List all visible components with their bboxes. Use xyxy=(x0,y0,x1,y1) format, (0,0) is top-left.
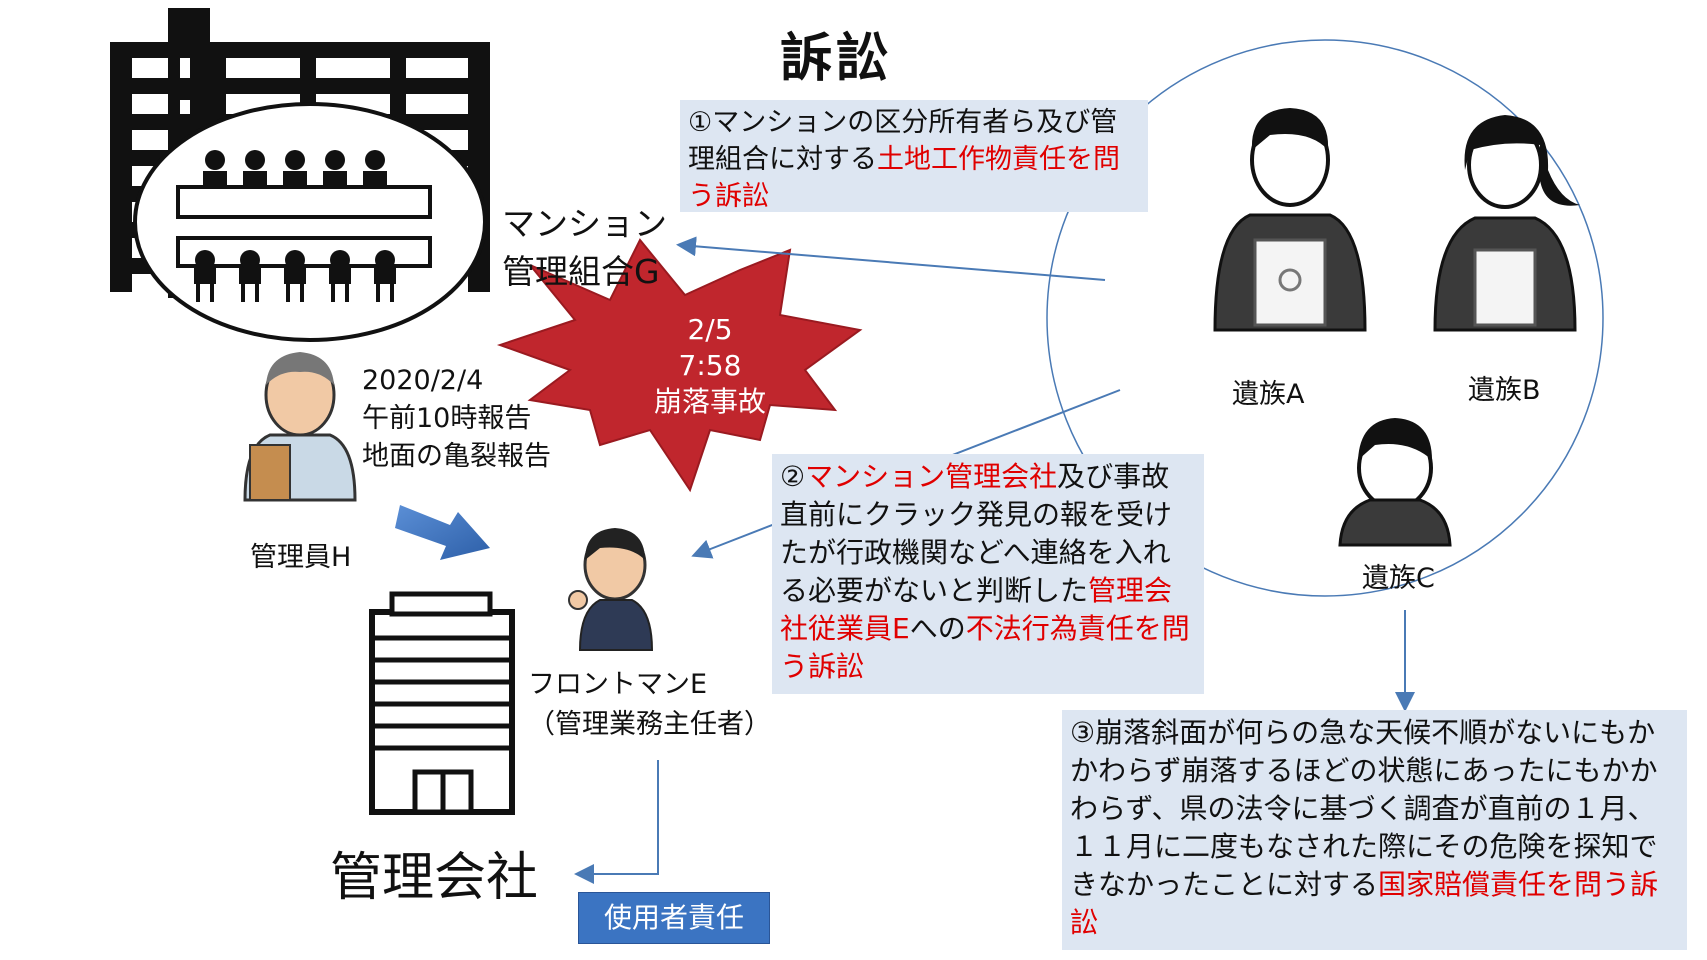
union-label-line2: 管理組合G xyxy=(502,252,660,291)
lawsuit-3-text: ③崩落斜面が何らの急な天候不順がないにもかかわらず崩落するほどの状態にあったにも… xyxy=(1070,716,1658,901)
frontman-e-label: フロントマンE （管理業務主任者） xyxy=(528,665,771,745)
frontman-e-icon xyxy=(568,528,654,651)
union-label: マンション 管理組合G xyxy=(502,200,667,296)
family-b-icon xyxy=(1433,115,1580,332)
lawsuit-1-highlight: 土地工作物責任を問う訴訟 xyxy=(688,144,1120,212)
family-a-label: 遺族A xyxy=(1232,379,1305,410)
manager-h-icon xyxy=(243,352,357,502)
company-building-icon xyxy=(369,591,515,815)
family-a-icon xyxy=(1213,108,1367,332)
page-title: 訴訟 xyxy=(780,29,893,89)
lawsuit-2-highlight-2: 管理会社従業員E xyxy=(780,574,1173,645)
lawsuit-2-number: ② xyxy=(780,460,806,493)
report-flow-arrow xyxy=(395,505,490,560)
family-c-label: 遺族C xyxy=(1362,563,1435,594)
arrow-frontman-to-company xyxy=(574,760,659,884)
apartment-building-icon xyxy=(110,8,490,342)
lawsuit-2-text-2: への xyxy=(909,612,966,645)
manager-h-label: 管理員H xyxy=(250,542,352,573)
lawsuit-2-highlight-1: マンション管理会社 xyxy=(805,460,1058,493)
frontman-e-role: （管理業務主任者） xyxy=(528,709,771,740)
arrow-families-to-union xyxy=(676,236,1106,281)
family-c-icon xyxy=(1338,418,1452,547)
lawsuit-2-highlight-3: 不法行為責任を問う訴訟 xyxy=(780,612,1190,683)
lawsuit-3-box: ③崩落斜面が何らの急な天候不順がないにもかかわらず崩落するほどの状態にあったにも… xyxy=(1062,710,1687,950)
lawsuit-2-text-1: 及び事故直前にクラック発見の報を受けたが行政機関などへ連絡を入れる必要がないと判… xyxy=(780,460,1173,607)
accident-label: 崩落事故 xyxy=(653,385,766,418)
report-date: 2020/2/4 xyxy=(362,365,484,396)
frontman-e-name: フロントマンE xyxy=(528,669,708,700)
report-text: 2020/2/4 午前10時報告 地面の亀裂報告 xyxy=(362,362,551,476)
report-line2: 地面の亀裂報告 xyxy=(362,441,551,472)
accident-explosion-shape xyxy=(496,238,863,493)
lawsuit-1-box: ①マンションの区分所有者ら及び管理組合に対する土地工作物責任を問う訴訟 xyxy=(680,100,1148,212)
report-line1: 午前10時報告 xyxy=(362,403,532,434)
union-label-line1: マンション xyxy=(502,204,667,243)
family-b-label: 遺族B xyxy=(1468,375,1541,406)
accident-date: 2/5 xyxy=(687,313,733,346)
accident-time: 7:58 xyxy=(678,349,742,382)
employer-liability-badge: 使用者責任 xyxy=(578,892,770,944)
lawsuit-1-text: ①マンションの区分所有者ら及び管理組合に対する xyxy=(688,107,1118,175)
accident-text: 2/5 7:58 崩落事故 xyxy=(640,312,780,420)
lawsuit-3-highlight: 国家賠償責任を問う訴訟 xyxy=(1070,868,1659,939)
bereaved-families-circle xyxy=(1046,39,1604,597)
lawsuit-2-box: ②マンション管理会社及び事故直前にクラック発見の報を受けたが行政機関などへ連絡を… xyxy=(772,454,1204,694)
company-label: 管理会社 xyxy=(330,848,539,908)
